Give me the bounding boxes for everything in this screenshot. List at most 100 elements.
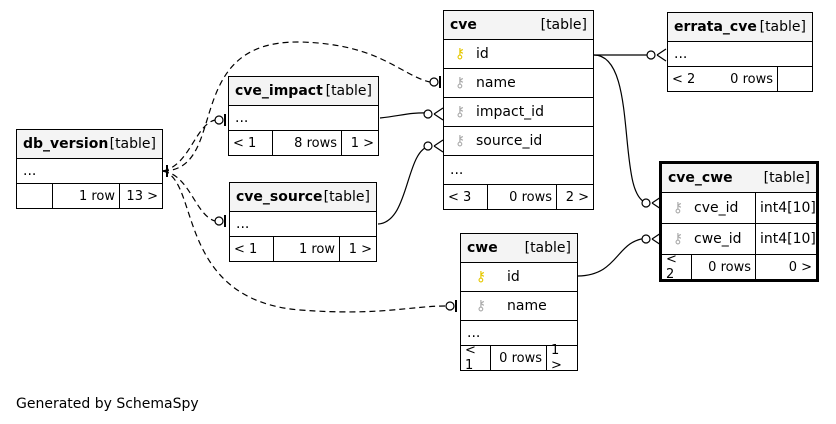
column-name: cwe_id [694, 231, 742, 247]
column-row[interactable]: ⚷ source_id [444, 127, 593, 156]
column-row[interactable]: ⚷ name [461, 292, 577, 321]
ellipsis: ... [450, 162, 464, 178]
table-name: cve_cwe [668, 170, 733, 186]
ellipsis: ... [467, 325, 481, 341]
ellipsis-row: ... [668, 42, 812, 67]
ellipsis-row: ... [461, 321, 577, 346]
ellipsis-row: ... [230, 212, 376, 237]
table-header: db_version [table] [17, 130, 162, 159]
column-name: impact_id [476, 104, 544, 120]
table-footer: 1 row 13 > [17, 184, 162, 208]
rel-cve_impact-cve [379, 112, 431, 119]
table-type: [table] [540, 17, 587, 33]
row-count: 8 rows [273, 131, 342, 155]
table-cve_source[interactable]: cve_source [table] ... < 1 1 row 1 > [229, 182, 377, 262]
table-type: [table] [109, 136, 156, 152]
rel-db_version-cve_impact [162, 119, 216, 172]
table-footer: < 1 0 rows 1 > [461, 343, 577, 373]
rel-db_version-cve-name [162, 41, 431, 172]
key-icon: ⚷ [672, 200, 684, 216]
column-row[interactable]: ⚷ cve_id int4[10] [662, 193, 816, 224]
children-count: 2 > [565, 189, 589, 205]
column-name: id [476, 46, 489, 62]
table-name: db_version [23, 136, 109, 152]
table-header: cve [table] [444, 11, 593, 40]
table-cve_impact[interactable]: cve_impact [table] ... < 1 8 rows 1 > [228, 76, 379, 156]
table-name: cve_source [236, 189, 323, 205]
key-icon: ⚷ [475, 298, 487, 314]
primary-key-icon: ⚷ [475, 269, 487, 285]
children-count: 0 > [788, 259, 812, 275]
row-count: 0 rows [491, 346, 547, 370]
key-icon: ⚷ [672, 231, 684, 247]
footer-left: < 2 0 rows [668, 67, 778, 91]
column-row[interactable]: ⚷ id [444, 40, 593, 69]
parents-count: < 1 [230, 237, 274, 261]
ellipsis: ... [235, 110, 249, 126]
table-footer: < 1 1 row 1 > [230, 237, 376, 261]
ellipsis: ... [236, 216, 250, 232]
table-name: cve_impact [235, 83, 323, 99]
table-type: [table] [323, 189, 370, 205]
parents-count: < 1 [461, 343, 491, 373]
column-row[interactable]: ⚷ id [461, 263, 577, 292]
children-count: 1 > [350, 135, 374, 151]
column-name: cve_id [694, 200, 739, 216]
column-row[interactable]: ⚷ name [444, 69, 593, 98]
row-count: 0 rows [692, 255, 756, 279]
table-cve[interactable]: cve [table] ⚷ id ⚷ name ⚷ impact_id ⚷ so… [443, 10, 594, 210]
key-icon: ⚷ [454, 133, 466, 149]
table-footer: < 3 0 rows 2 > [444, 185, 593, 209]
table-header: cwe [table] [461, 234, 577, 263]
table-header: errata_cve [table] [668, 13, 812, 42]
ellipsis-row: ... [229, 106, 378, 131]
row-count: 1 row [53, 184, 120, 208]
column-name: source_id [476, 133, 543, 149]
table-type: [table] [524, 240, 571, 256]
rel-cve-cve_cwe [593, 54, 649, 204]
children-count: 13 > [126, 188, 158, 204]
children-count: 1 > [551, 343, 562, 373]
row-count: 0 rows [488, 185, 557, 209]
table-name: errata_cve [674, 19, 757, 35]
table-db_version[interactable]: db_version [table] ... 1 row 13 > [16, 129, 163, 209]
table-type: [table] [325, 83, 372, 99]
parents-count: < 2 [672, 71, 696, 87]
table-cve_cwe[interactable]: cve_cwe [table] ⚷ cve_id int4[10] ⚷ cwe_… [659, 161, 819, 282]
ellipsis: ... [674, 46, 688, 62]
table-cwe[interactable]: cwe [table] ⚷ id ⚷ name ... < 1 0 rows 1… [460, 233, 578, 373]
table-type: [table] [763, 170, 810, 186]
primary-key-icon: ⚷ [454, 46, 466, 62]
parents-count: < 3 [444, 185, 488, 209]
column-name: name [476, 75, 516, 91]
table-name: cve [450, 17, 477, 33]
table-footer: < 1 8 rows 1 > [229, 131, 378, 155]
column-type: int4[10] [755, 224, 816, 254]
ellipsis-row: ... [17, 159, 162, 184]
table-header: cve_cwe [table] [662, 164, 816, 193]
parents-count: < 2 [662, 252, 692, 282]
parents-count [17, 184, 53, 208]
column-name: id [507, 269, 520, 285]
column-type: int4[10] [755, 193, 816, 223]
table-header: cve_source [table] [230, 183, 376, 212]
column-row[interactable]: ⚷ cwe_id int4[10] [662, 224, 816, 255]
parents-count: < 1 [229, 131, 273, 155]
table-type: [table] [759, 19, 806, 35]
key-icon: ⚷ [454, 104, 466, 120]
table-name: cwe [467, 240, 498, 256]
table-header: cve_impact [table] [229, 77, 378, 106]
rel-cve_source-cve [377, 145, 431, 225]
children-count: 1 > [348, 241, 372, 257]
row-count: 1 row [274, 237, 340, 261]
column-row[interactable]: ⚷ impact_id [444, 98, 593, 127]
row-count: 0 rows [730, 71, 773, 87]
key-icon: ⚷ [454, 75, 466, 91]
table-footer: < 2 0 rows 0 > [662, 252, 816, 282]
ellipsis: ... [23, 163, 37, 179]
ellipsis-row: ... [444, 156, 593, 185]
table-footer: < 2 0 rows [668, 67, 812, 91]
generated-by-label: Generated by SchemaSpy [16, 396, 199, 412]
table-errata_cve[interactable]: errata_cve [table] ... < 2 0 rows [667, 12, 813, 92]
